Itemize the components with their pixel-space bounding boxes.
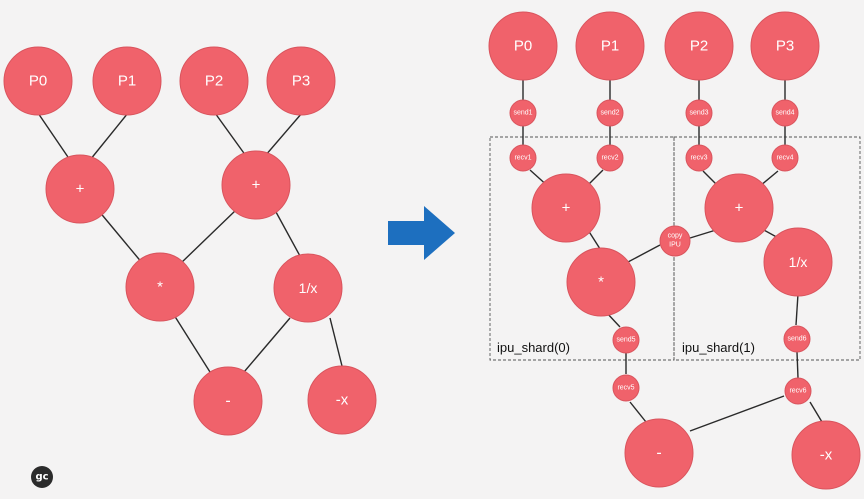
left-node-recip-label: 1/x bbox=[299, 280, 318, 296]
right-node-send4: send4 bbox=[771, 99, 799, 127]
right-node-plus-a-label: + bbox=[562, 200, 571, 217]
svg-text:gc: gc bbox=[35, 472, 48, 483]
right-node-send4-label: send4 bbox=[775, 110, 794, 117]
graphcore-logo-icon: gc bbox=[31, 466, 53, 488]
right-node-plus-a: + bbox=[531, 173, 601, 243]
left-node-neg-label: -x bbox=[336, 392, 349, 409]
left-node-p0-label: P0 bbox=[29, 73, 47, 90]
right-node-recv5: recv5 bbox=[612, 374, 640, 402]
right-node-send3: send3 bbox=[685, 99, 713, 127]
left-edge-p0-plus bbox=[37, 112, 71, 161]
left-edge-plus-mul bbox=[97, 209, 144, 265]
right-node-mul-label: * bbox=[598, 274, 604, 291]
right-nodes: P0 P1 P2 P3 send1 send2 bbox=[488, 11, 861, 490]
left-edge-p3-plus bbox=[264, 112, 303, 157]
right-node-p3-label: P3 bbox=[776, 38, 794, 55]
right-node-recv6: recv6 bbox=[784, 377, 812, 405]
right-node-p1-label: P1 bbox=[601, 38, 619, 55]
right-node-recv1-label: recv1 bbox=[514, 155, 531, 162]
right-node-recip: 1/x bbox=[763, 227, 833, 297]
right-node-minus-label: - bbox=[656, 445, 661, 462]
left-node-plus-b-label: + bbox=[252, 177, 261, 194]
shard-label-1: ipu_shard(1) bbox=[682, 340, 755, 355]
right-node-p0-label: P0 bbox=[514, 38, 532, 55]
left-node-recip: 1/x bbox=[273, 253, 343, 323]
left-node-p1-label: P1 bbox=[118, 73, 136, 90]
right-node-recv6-label: recv6 bbox=[789, 388, 806, 395]
right-node-send3-label: send3 bbox=[689, 110, 708, 117]
right-node-minus: - bbox=[624, 418, 694, 488]
right-node-recv2: recv2 bbox=[596, 144, 624, 172]
left-edge-plus2-mul bbox=[179, 209, 237, 265]
left-edge-plus2-recip bbox=[275, 211, 301, 257]
left-edge-recip-minus bbox=[243, 317, 291, 373]
right-node-recv4: recv4 bbox=[771, 144, 799, 172]
right-edge-recip-send6 bbox=[795, 293, 799, 326]
right-edge-copy-mul bbox=[627, 244, 661, 263]
right-node-recv2-label: recv2 bbox=[601, 155, 618, 162]
shard-label-0: ipu_shard(0) bbox=[497, 340, 570, 355]
right-node-p3: P3 bbox=[750, 11, 820, 81]
right-arrow-icon bbox=[388, 206, 455, 260]
left-node-minus-label: - bbox=[225, 393, 230, 410]
left-edge-recip-neg bbox=[329, 317, 343, 367]
left-node-plus-a: + bbox=[45, 154, 115, 224]
left-node-mul: * bbox=[125, 252, 195, 322]
left-node-p2-label: P2 bbox=[205, 73, 223, 90]
left-edge-p1-plus bbox=[89, 112, 129, 161]
right-node-recv3-label: recv3 bbox=[690, 155, 707, 162]
left-nodes: P0 P1 P2 P3 + + bbox=[3, 46, 377, 436]
right-node-recv5-label: recv5 bbox=[617, 385, 634, 392]
left-edge-mul-minus bbox=[173, 314, 211, 373]
right-node-recv3: recv3 bbox=[685, 144, 713, 172]
right-node-p0: P0 bbox=[488, 11, 558, 81]
right-node-send2-label: send2 bbox=[600, 110, 619, 117]
left-node-p2: P2 bbox=[179, 46, 249, 116]
right-node-mul: * bbox=[566, 247, 636, 317]
right-node-plus-b: + bbox=[704, 173, 774, 243]
right-node-send5: send5 bbox=[612, 326, 640, 354]
left-edge-p2-plus bbox=[214, 112, 247, 157]
right-edge-recv6-neg bbox=[809, 401, 823, 423]
right-edge-send6-recv6 bbox=[796, 351, 799, 379]
right-node-send6-label: send6 bbox=[787, 336, 806, 343]
right-node-copy-label: copy bbox=[668, 233, 683, 240]
right-node-send5-label: send5 bbox=[616, 337, 635, 344]
left-node-p3-label: P3 bbox=[292, 73, 310, 90]
left-node-p0: P0 bbox=[3, 46, 73, 116]
left-edges bbox=[37, 112, 343, 373]
right-node-neg: -x bbox=[791, 420, 861, 490]
right-node-copy-ipu: copy IPU bbox=[659, 225, 691, 257]
right-node-recip-label: 1/x bbox=[789, 254, 808, 270]
left-node-plus-b: + bbox=[221, 150, 291, 220]
right-node-send1-label: send1 bbox=[513, 110, 532, 117]
left-node-p3: P3 bbox=[266, 46, 336, 116]
right-node-p1: P1 bbox=[575, 11, 645, 81]
right-node-neg-label: -x bbox=[820, 447, 833, 464]
left-node-p1: P1 bbox=[92, 46, 162, 116]
left-graph: P0 P1 P2 P3 + + bbox=[3, 46, 377, 436]
right-node-plus-b-label: + bbox=[735, 200, 744, 217]
left-node-minus: - bbox=[193, 366, 263, 436]
right-node-p2-label: P2 bbox=[690, 38, 708, 55]
left-node-mul-label: * bbox=[157, 279, 163, 296]
right-edge-plus2-copy bbox=[689, 229, 717, 239]
right-edge-recv6-minus bbox=[689, 395, 785, 432]
shard-box-0 bbox=[489, 136, 675, 361]
right-edge-recv5-minus bbox=[629, 401, 647, 423]
right-node-recv4-label: recv4 bbox=[776, 155, 793, 162]
right-node-send2: send2 bbox=[596, 99, 624, 127]
right-node-send1: send1 bbox=[509, 99, 537, 127]
left-node-neg: -x bbox=[307, 365, 377, 435]
right-node-p2: P2 bbox=[664, 11, 734, 81]
left-node-plus-a-label: + bbox=[76, 181, 85, 198]
right-graph: P0 P1 P2 P3 send1 send2 bbox=[488, 11, 861, 490]
right-node-send6: send6 bbox=[783, 325, 811, 353]
right-node-copy-label2: IPU bbox=[669, 242, 681, 249]
right-node-recv1: recv1 bbox=[509, 144, 537, 172]
